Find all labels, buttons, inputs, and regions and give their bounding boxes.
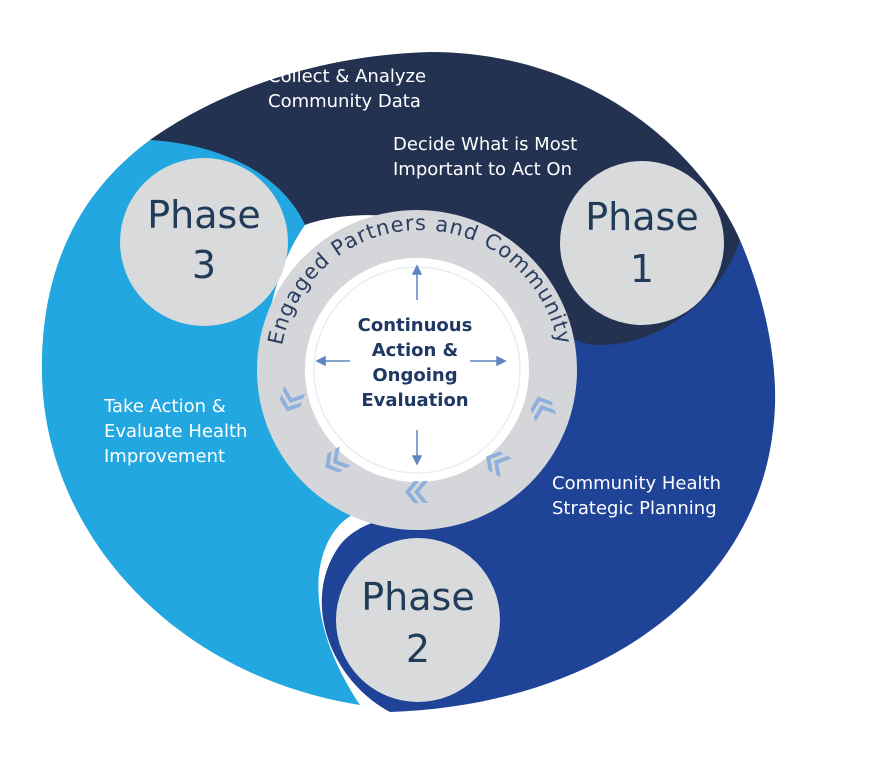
double-chevron-icon-group [279, 386, 557, 503]
phase3-title: Phase [147, 193, 260, 237]
phase2-title: Phase [361, 575, 474, 619]
phase2-label-line1: Community Health [552, 473, 721, 494]
phase3-number: 3 [192, 243, 216, 287]
phase1-circle [560, 161, 724, 325]
phase1-item1-line1: Collect & Analyze [268, 66, 426, 87]
double-chevron-icon [486, 451, 512, 478]
double-chevron-icon [279, 386, 306, 412]
phase3-badge: Phase 3 [120, 158, 288, 326]
center-disc [305, 258, 529, 482]
phase2-number: 2 [406, 627, 430, 671]
phase2-circle [336, 538, 500, 702]
four-way-arrow-icon [315, 264, 507, 466]
phase3-segment [41, 140, 365, 705]
phase2-badge: Phase 2 [336, 538, 500, 702]
double-chevron-icon [405, 481, 428, 503]
phase3-circle [120, 158, 288, 326]
phase1-item2-line1: Decide What is Most [393, 134, 577, 155]
phase2-label-line2: Strategic Planning [552, 498, 717, 519]
phase1-badge: Phase 1 [560, 161, 724, 325]
center-line-1: Continuous [358, 315, 473, 336]
phase3-label-line2: Evaluate Health [104, 421, 247, 442]
center-line-3: Ongoing [372, 365, 457, 386]
center-line-2: Action & [372, 340, 459, 361]
center-line-4: Evaluation [361, 390, 468, 411]
phase3-label-line1: Take Action & [103, 396, 226, 417]
double-chevron-icon [325, 446, 351, 473]
phase1-number: 1 [630, 247, 654, 291]
phase3-label-line3: Improvement [104, 446, 225, 467]
phase1-item2-line2: Important to Act On [393, 159, 572, 180]
phase1-title: Phase [585, 195, 698, 239]
phase1-item1-line2: Community Data [268, 91, 421, 112]
double-chevron-icon [530, 396, 557, 422]
